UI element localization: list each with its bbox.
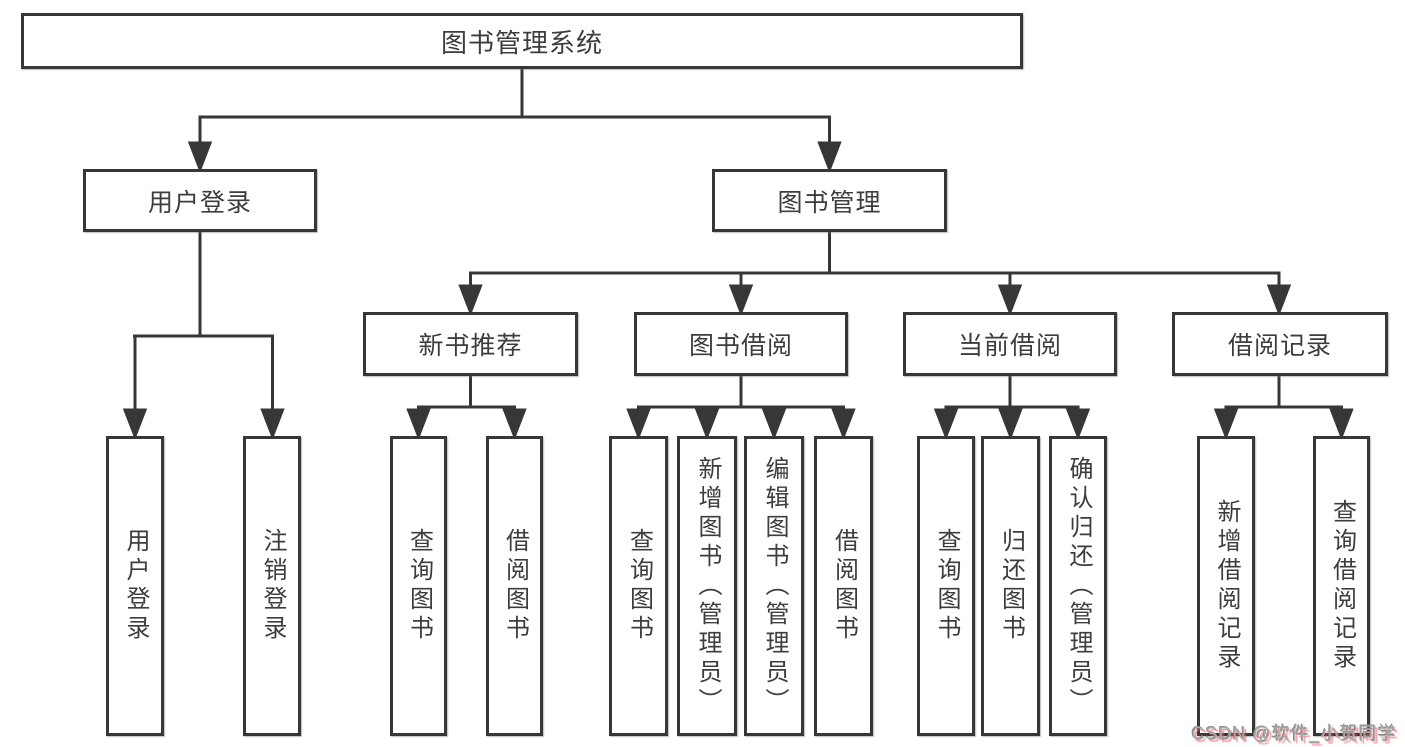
leaf-edit-books-admin: 编辑图书（管理员） <box>744 436 804 736</box>
node-user-login: 用户登录 <box>83 169 317 232</box>
leaf-recommend-query-books: 查询图书 <box>390 436 447 736</box>
leaf-borrow-query-books-label: 查询图书 <box>625 528 653 644</box>
connector-current-branch <box>933 376 1091 441</box>
node-user-login-label: 用户登录 <box>147 188 252 217</box>
leaf-logout-label: 注销登录 <box>259 528 286 644</box>
leaf-add-books-admin-label: 新增图书（管理员） <box>694 455 721 717</box>
node-book-manage-label: 图书管理 <box>777 188 882 217</box>
leaf-return-books-label: 归还图书 <box>997 528 1025 644</box>
connector-manage-to-level3 <box>458 232 1292 317</box>
connector-records-branch <box>1213 376 1354 441</box>
leaf-add-borrow-record-label: 新增借阅记录 <box>1213 499 1240 673</box>
connector-login-branch <box>122 232 285 441</box>
leaf-recommend-query-books-label: 查询图书 <box>405 528 433 644</box>
leaf-borrow-books: 借阅图书 <box>814 436 873 736</box>
leaf-edit-books-admin-label: 编辑图书（管理员） <box>761 455 788 717</box>
leaf-logout: 注销登录 <box>243 436 301 736</box>
csdn-watermark: CSDN @软件_小贺同学 <box>1191 724 1397 744</box>
connector-recommend-branch <box>406 376 527 441</box>
leaf-query-borrow-record: 查询借阅记录 <box>1313 436 1370 736</box>
leaf-return-books: 归还图书 <box>981 436 1040 736</box>
leaf-query-borrow-record-label: 查询借阅记录 <box>1328 499 1356 673</box>
leaf-recommend-borrow-books: 借阅图书 <box>486 436 543 736</box>
leaf-current-query-books-label: 查询图书 <box>933 528 960 644</box>
node-borrow-records: 借阅记录 <box>1172 312 1388 376</box>
connector-root-to-level2 <box>187 69 842 174</box>
leaf-current-query-books: 查询图书 <box>917 436 975 736</box>
node-borrow-records-label: 借阅记录 <box>1227 332 1332 360</box>
leaf-user-login-label: 用户登录 <box>122 528 149 644</box>
leaf-add-borrow-record: 新增借阅记录 <box>1197 436 1255 736</box>
leaf-confirm-return-admin-label: 确认归还（管理员） <box>1065 455 1092 717</box>
node-current-borrow-label: 当前借阅 <box>957 332 1062 360</box>
node-new-book-recommend: 新书推荐 <box>363 312 578 376</box>
node-book-borrow: 图书借阅 <box>634 312 848 376</box>
leaf-add-books-admin: 新增图书（管理员） <box>677 436 737 736</box>
node-new-book-recommend-label: 新书推荐 <box>418 332 523 360</box>
node-library-system: 图书管理系统 <box>21 13 1023 69</box>
leaf-user-login: 用户登录 <box>106 436 164 736</box>
node-current-borrow: 当前借阅 <box>903 312 1117 376</box>
node-library-system-label: 图书管理系统 <box>440 27 603 58</box>
node-book-manage: 图书管理 <box>712 169 947 232</box>
leaf-borrow-query-books: 查询图书 <box>609 436 668 736</box>
leaf-confirm-return-admin: 确认归还（管理员） <box>1049 436 1107 736</box>
node-book-borrow-label: 图书借阅 <box>688 332 793 360</box>
leaf-borrow-books-label: 借阅图书 <box>830 528 858 644</box>
leaf-recommend-borrow-books-label: 借阅图书 <box>501 528 529 644</box>
connector-borrow-branch <box>626 376 856 441</box>
